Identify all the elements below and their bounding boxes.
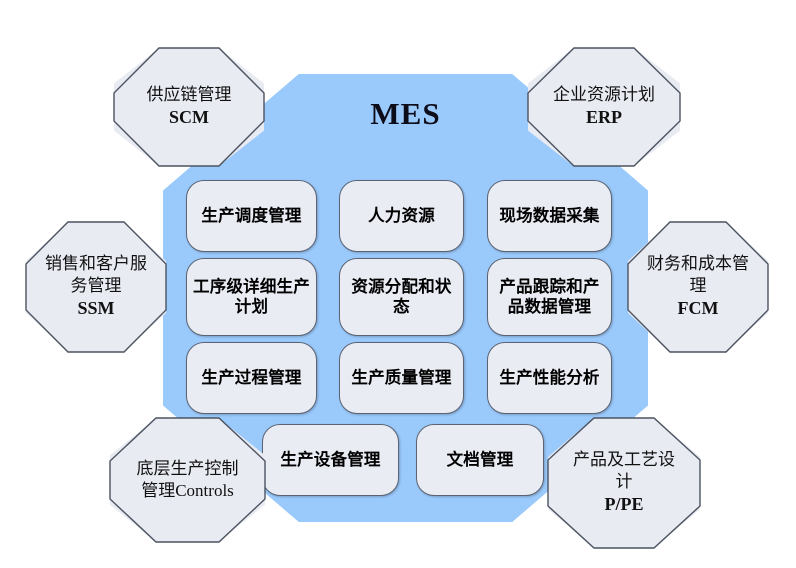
satellite-finance-and-cost-management[interactable]: 财务和成本管 理 FCM [628, 222, 768, 352]
mes-title: MES [370, 96, 441, 131]
satellite-shop-floor-control-management[interactable]: 底层生产控制 管理Controls [110, 418, 265, 542]
module-label: 工序级详细生产计划 [193, 276, 310, 316]
satellite-line-3: SSM [77, 298, 115, 319]
module-document-management[interactable]: 文档管理 [416, 424, 544, 496]
module-production-equipment-management[interactable]: 生产设备管理 [262, 424, 399, 496]
satellite-line-3: FCM [677, 298, 719, 319]
satellite-line-1: 产品及工艺设 [573, 450, 675, 470]
satellite-label: 底层生产控制 管理Controls [131, 458, 245, 502]
module-label: 生产设备管理 [280, 449, 381, 469]
satellite-line-1: 销售和客户服 [45, 254, 147, 274]
satellite-line-2: ERP [586, 107, 622, 128]
module-shop-floor-data-collection[interactable]: 现场数据采集 [487, 180, 612, 252]
module-label: 资源分配和状态 [351, 276, 452, 316]
satellite-line-2: SCM [169, 107, 209, 128]
satellite-line-2: 管理Controls [141, 481, 234, 500]
satellite-line-3: P/PE [604, 494, 644, 515]
module-label: 生产性能分析 [499, 367, 600, 387]
satellite-line-1: 企业资源计划 [553, 85, 655, 105]
module-production-process-management[interactable]: 生产过程管理 [186, 342, 317, 414]
module-production-scheduling-management[interactable]: 生产调度管理 [186, 180, 317, 252]
satellite-label: 财务和成本管 理 FCM [641, 253, 755, 321]
satellite-line-1: 底层生产控制 [136, 458, 239, 478]
satellite-line-1: 财务和成本管 [647, 254, 749, 274]
satellite-label: 销售和客户服 务管理 SSM [39, 253, 153, 321]
module-label: 人力资源 [368, 205, 435, 225]
satellite-line-2: 计 [615, 472, 633, 492]
satellite-label: 产品及工艺设 计 P/PE [567, 449, 681, 517]
module-production-quality-management[interactable]: 生产质量管理 [339, 342, 464, 414]
module-production-performance-analysis[interactable]: 生产性能分析 [487, 342, 612, 414]
module-label: 文档管理 [446, 449, 514, 469]
satellite-line-2: 务管理 [70, 276, 122, 296]
module-human-resources[interactable]: 人力资源 [339, 180, 464, 252]
module-operation-level-detailed-production-plan[interactable]: 工序级详细生产计划 [186, 258, 317, 336]
module-label: 生产过程管理 [201, 367, 302, 387]
module-label: 生产调度管理 [201, 205, 302, 225]
module-resource-allocation-and-status[interactable]: 资源分配和状态 [339, 258, 464, 336]
module-label: 产品跟踪和产品数据管理 [499, 276, 600, 316]
satellite-label: 供应链管理 SCM [141, 84, 238, 129]
satellite-line-2: 理 [689, 276, 707, 296]
module-label: 生产质量管理 [351, 367, 452, 387]
module-label: 现场数据采集 [499, 205, 600, 225]
satellite-line-1: 供应链管理 [146, 85, 232, 105]
module-product-tracking-and-product-data-management[interactable]: 产品跟踪和产品数据管理 [487, 258, 612, 336]
satellite-sales-and-customer-service-management[interactable]: 销售和客户服 务管理 SSM [26, 222, 166, 352]
satellite-label: 企业资源计划 ERP [547, 84, 661, 129]
